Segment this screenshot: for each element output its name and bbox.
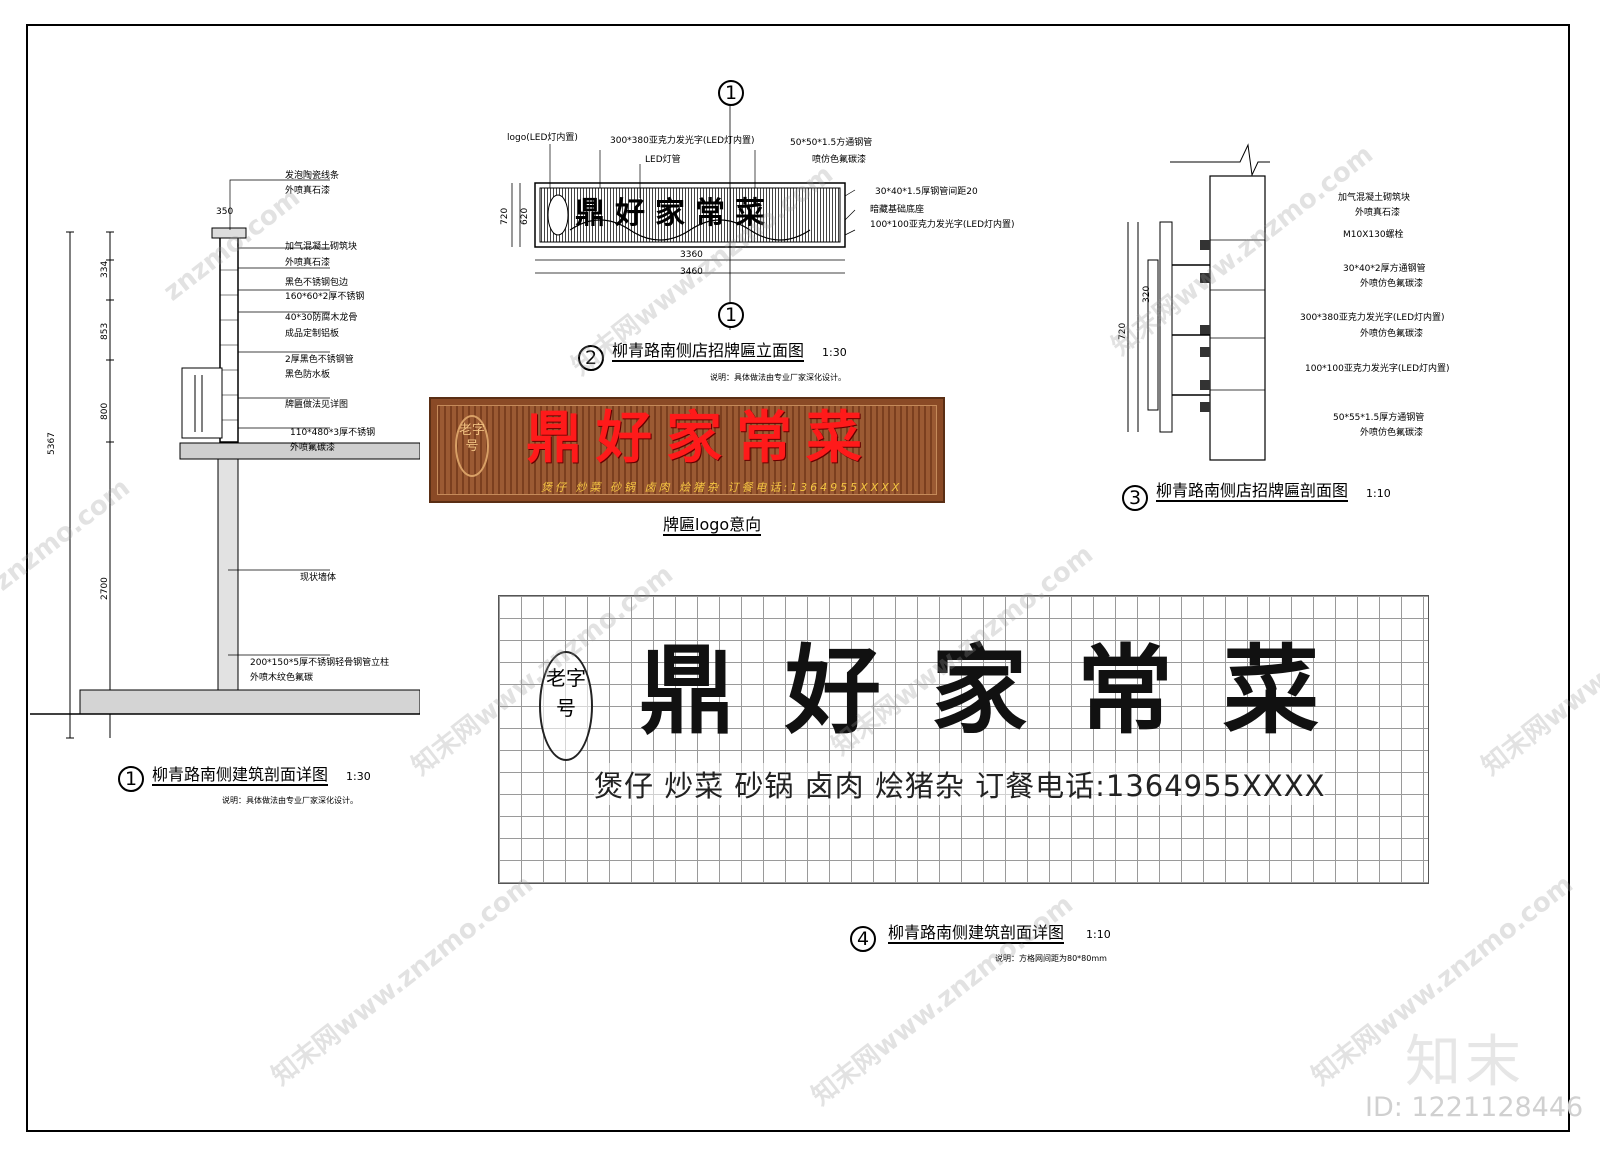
label-d3-8: 50*55*1.5厚方通钢管 — [1333, 413, 1425, 423]
label-d1-13: 现状墙体 — [300, 573, 337, 583]
grid-sign-sub: 煲仔 炒菜 砂锅 卤肉 烩猪杂 订餐电话:1364955XXXX — [594, 763, 1326, 805]
drawing-scale-2: 1:30 — [822, 346, 847, 359]
elevation-sign-text: 鼎好家常菜 — [575, 196, 775, 231]
dim-334: 334 — [100, 260, 110, 278]
drawing-frame — [26, 24, 1570, 1132]
label-d1-6: 40*30防腐木龙骨 — [285, 313, 358, 323]
label-d3-6: 外喷仿色氟碳漆 — [1360, 329, 1424, 339]
section-drawing-3 — [1127, 143, 1270, 461]
section-drawing-1 — [30, 179, 420, 739]
label-d2-0: logo(LED灯内置) — [507, 133, 578, 143]
drawing-scale-3: 1:10 — [1366, 487, 1391, 500]
drawing-scale-4: 1:10 — [1086, 928, 1111, 941]
label-d3-9: 外喷仿色氟碳漆 — [1360, 428, 1424, 438]
drawing-title-4: 柳青路南侧建筑剖面详图 — [888, 923, 1065, 944]
zhimo-id: ID: 1221128446 — [1365, 1092, 1584, 1123]
logo-caption: 牌匾logo意向 — [663, 515, 762, 536]
dim-2700: 2700 — [100, 577, 110, 600]
drawing-note-1: 说明：具体做法由专业厂家深化设计。 — [222, 796, 358, 805]
label-d1-12: 外喷氟碳漆 — [290, 443, 336, 453]
label-d2-5: 30*40*1.5厚钢管间距20 — [875, 187, 978, 197]
dim-720: 720 — [500, 207, 510, 225]
label-d3-2: M10X130螺栓 — [1343, 230, 1404, 240]
label-d1-15: 外喷木纹色氟碳 — [250, 673, 314, 683]
label-d1-4: 黑色不锈钢包边 — [285, 278, 349, 288]
section-mark-top: 1 — [718, 80, 744, 106]
banner-seal: 老字号 — [455, 415, 489, 477]
drawing-title-1: 柳青路南侧建筑剖面详图 — [152, 765, 329, 786]
dim-853: 853 — [100, 322, 110, 340]
drawing-note-2: 说明：具体做法由专业厂家深化设计。 — [710, 373, 846, 382]
label-d1-5: 160*60*2厚不锈钢 — [285, 292, 365, 302]
label-d2-4: 喷仿色氟碳漆 — [812, 155, 867, 165]
label-d2-1: 300*380亚克力发光字(LED灯内置) — [610, 136, 755, 146]
label-d1-3: 外喷真石漆 — [285, 258, 331, 268]
label-d1-1: 外喷真石漆 — [285, 186, 331, 196]
drawing-scale-1: 1:30 — [346, 770, 371, 783]
label-d2-7: 100*100亚克力发光字(LED灯内置) — [870, 220, 1015, 230]
section-mark-bottom: 1 — [718, 302, 744, 328]
banner-sub: 煲仔 炒菜 砂锅 卤肉 烩猪杂 订餐电话:1364955XXXX — [541, 481, 903, 494]
label-d2-6: 暗藏基础底座 — [870, 205, 925, 215]
label-d1-0: 发泡陶瓷线条 — [285, 171, 340, 181]
label-d3-7: 100*100亚克力发光字(LED灯内置) — [1305, 364, 1450, 374]
sign-logo-banner: 老字号 鼎好家常菜 煲仔 炒菜 砂锅 卤肉 烩猪杂 订餐电话:1364955XX… — [429, 397, 945, 503]
dim-3360: 3360 — [680, 250, 703, 260]
label-d1-7: 成品定制铝板 — [285, 329, 340, 339]
grid-sign-name: 鼎好家常菜 — [639, 634, 1369, 747]
dim-800: 800 — [100, 402, 110, 420]
label-d1-14: 200*150*5厚不锈钢轻骨钢管立柱 — [250, 658, 390, 668]
label-d1-11: 110*480*3厚不锈钢 — [290, 428, 376, 438]
dim-d3-320: 320 — [1142, 285, 1152, 303]
dim-350: 350 — [216, 207, 234, 217]
grid-sign-panel: 老字号 鼎好家常菜 煲仔 炒菜 砂锅 卤肉 烩猪杂 订餐电话:1364955XX… — [498, 595, 1429, 884]
dim-620: 620 — [520, 207, 530, 225]
elevation-drawing-2 — [511, 80, 856, 330]
grid-seal: 老字号 — [539, 651, 593, 761]
drawing-note-4: 说明：方格网间距为80*80mm — [995, 954, 1107, 963]
drawing-title-3: 柳青路南侧店招牌匾剖面图 — [1156, 481, 1349, 502]
label-d2-3: 50*50*1.5方通钢管 — [790, 138, 873, 148]
label-d3-4: 外喷仿色氟碳漆 — [1360, 279, 1424, 289]
dim-3460: 3460 — [680, 267, 703, 277]
label-d3-0: 加气混凝土砌筑块 — [1338, 193, 1411, 203]
drawing-number-3: 3 — [1122, 485, 1148, 511]
zhimo-logo: 知末 — [1405, 1030, 1525, 1095]
drawing-number-4: 4 — [850, 926, 876, 952]
label-d1-9: 黑色防水板 — [285, 370, 331, 380]
label-d2-2: LED灯管 — [645, 155, 681, 165]
dim-total: 5367 — [47, 432, 57, 455]
drawing-number-2: 2 — [578, 345, 604, 371]
label-d3-3: 30*40*2厚方通钢管 — [1343, 264, 1426, 274]
banner-stripes — [437, 405, 937, 495]
dim-d3-720: 720 — [1118, 322, 1128, 340]
drawing-title-2: 柳青路南侧店招牌匾立面图 — [612, 341, 805, 362]
label-d3-5: 300*380亚克力发光字(LED灯内置) — [1300, 313, 1445, 323]
banner-name: 鼎好家常菜 — [526, 405, 876, 471]
label-d3-1: 外喷真石漆 — [1355, 208, 1401, 218]
label-d1-2: 加气混凝土砌筑块 — [285, 242, 358, 252]
label-d1-10: 牌匾做法见详图 — [285, 400, 349, 410]
drawing-number-1: 1 — [118, 766, 144, 792]
label-d1-8: 2厚黑色不锈钢管 — [285, 355, 354, 365]
